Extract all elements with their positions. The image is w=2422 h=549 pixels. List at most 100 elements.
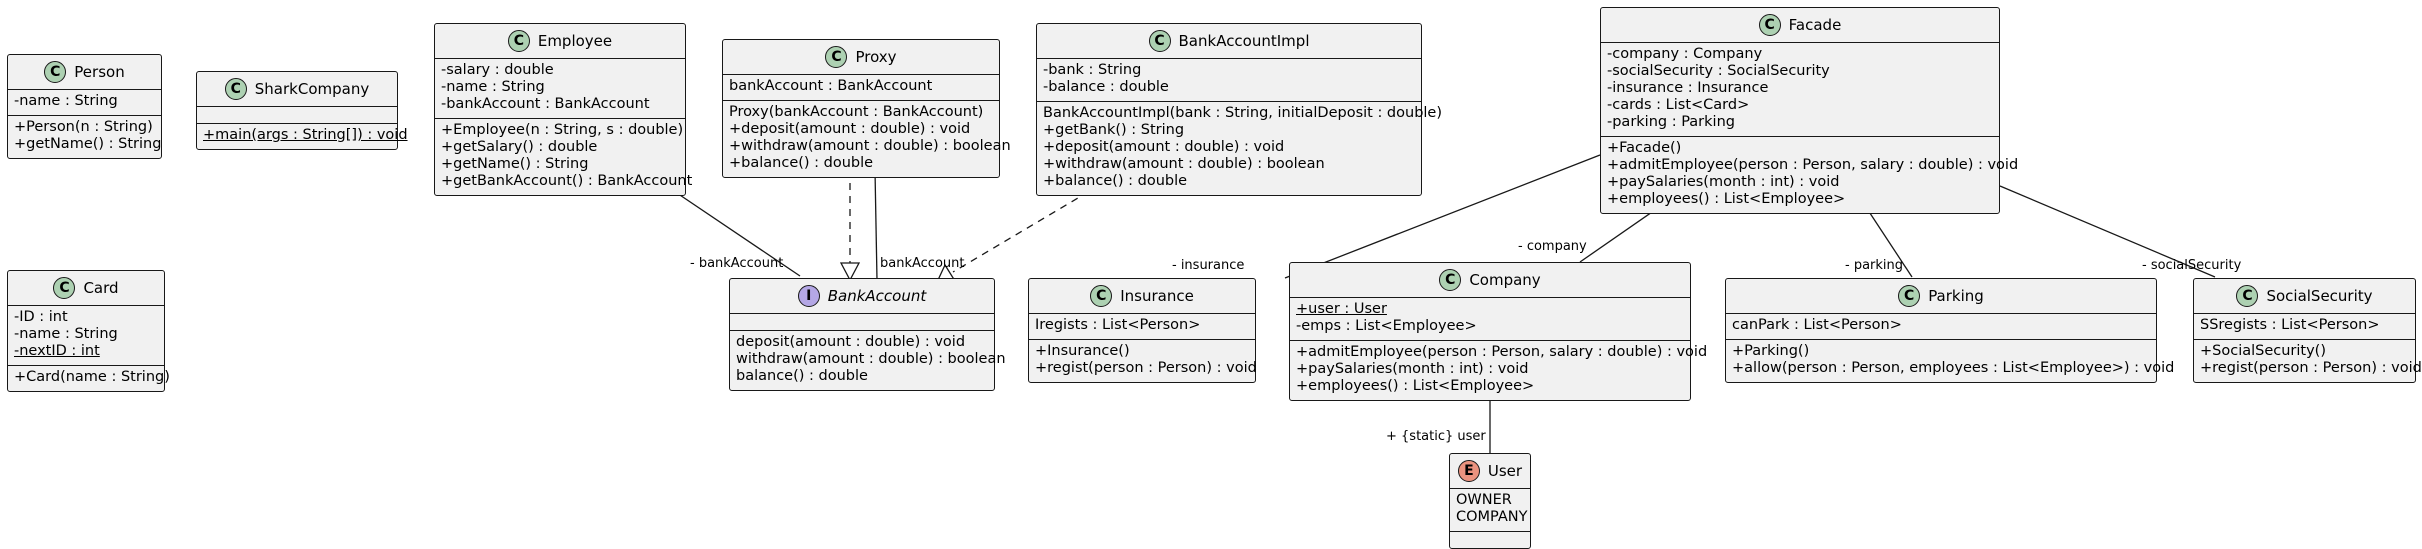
- method: +paySalaries(month : int) : void: [1296, 361, 1529, 377]
- relation-label-facade-company: - company: [1518, 239, 1587, 254]
- method: +balance() : double: [729, 155, 874, 171]
- field: bankAccount : BankAccount: [729, 78, 933, 94]
- method: +regist(person : Person) : void: [1035, 360, 1257, 376]
- class-icon: C: [44, 61, 67, 83]
- relation-bankimpl-bankaccount: [952, 184, 1101, 273]
- method: +getBankAccount() : BankAccount: [441, 173, 693, 189]
- fields-section: -company : Company -socialSecurity : Soc…: [1601, 42, 1999, 136]
- class-name: SocialSecurity: [2266, 287, 2373, 305]
- field: -bank : String: [1043, 62, 1142, 78]
- field: -ID : int: [14, 309, 68, 325]
- method: +Insurance(): [1035, 343, 1130, 359]
- method: +paySalaries(month : int) : void: [1607, 174, 1840, 190]
- relations-layer: [667, 154, 2216, 453]
- class-person: C Person -name : String +Person(n : Strin…: [7, 54, 162, 159]
- relation-proxy-bankaccount-association: [874, 169, 878, 281]
- relation-label-facade-insurance: - insurance: [1172, 258, 1245, 273]
- relation-label-company-user: + {static} user: [1386, 429, 1486, 444]
- relation-label-facade-parking: - parking: [1845, 258, 1904, 273]
- method: +getBank() : String: [1043, 122, 1185, 138]
- method: +regist(person : Person) : void: [2200, 360, 2422, 376]
- methods-section: +Employee(n : String, s : double) +getSa…: [435, 118, 693, 195]
- fields-section: -salary : double -name : String -bankAcc…: [435, 58, 685, 118]
- relation-label-proxy-bankaccount: bankAccount: [880, 256, 965, 271]
- method: +Parking(): [1732, 343, 1810, 359]
- method: +deposit(amount : double) : void: [1043, 139, 1285, 155]
- class-name: SharkCompany: [254, 80, 370, 98]
- method: withdraw(amount : double) : boolean: [736, 351, 1006, 367]
- class-name: Company: [1469, 271, 1541, 289]
- static-field: -nextID : int: [14, 343, 100, 359]
- class-icon: C: [507, 30, 530, 52]
- fields-section: -ID : int -name : String -nextID : int: [8, 305, 164, 365]
- class-name: Person: [74, 63, 125, 81]
- field: -socialSecurity : SocialSecurity: [1607, 63, 1830, 79]
- class-name: Card: [83, 279, 119, 297]
- field: -name : String: [441, 79, 545, 95]
- method: +withdraw(amount : double) : boolean: [729, 138, 1011, 154]
- method: +admitEmployee(person : Person, salary :…: [1296, 344, 1708, 360]
- method: +allow(person : Person, employees : List…: [1732, 360, 2175, 376]
- method: +Facade(): [1607, 140, 1682, 156]
- methods-section: deposit(amount : double) : void withdraw…: [730, 330, 1006, 390]
- relation-label-facade-socialsecurity: - socialSecurity: [2142, 258, 2242, 273]
- field: -salary : double: [441, 62, 554, 78]
- fields-section: [197, 106, 397, 123]
- method: Proxy(bankAccount : BankAccount): [729, 104, 984, 120]
- methods-section: +Person(n : String) +getName() : String: [8, 115, 161, 158]
- class-icon: C: [1090, 285, 1113, 307]
- method: +Employee(n : String, s : double): [441, 122, 684, 138]
- class-name: Employee: [537, 32, 613, 50]
- method: +SocialSecurity(): [2200, 343, 2326, 359]
- method: +Card(name : String): [14, 369, 170, 385]
- enum-icon: E: [1457, 460, 1480, 482]
- class-icon: C: [1758, 14, 1781, 36]
- field: -name : String: [14, 93, 118, 109]
- field: -parking : Parking: [1607, 114, 1735, 130]
- class-icon: C: [224, 78, 247, 100]
- field: -emps : List<Employee>: [1296, 318, 1477, 334]
- field: Iregists : List<Person>: [1035, 317, 1201, 333]
- static-field: +user : User: [1296, 301, 1387, 317]
- class-icon: C: [1898, 285, 1921, 307]
- field: -name : String: [14, 326, 118, 342]
- methods-section: +Parking() +allow(person : Person, emplo…: [1726, 339, 2175, 382]
- values-section: OWNER COMPANY: [1450, 488, 1530, 531]
- method: deposit(amount : double) : void: [736, 334, 966, 350]
- methods-section: +Card(name : String): [8, 365, 170, 391]
- fields-section: Iregists : List<Person>: [1029, 313, 1255, 339]
- class-name: Facade: [1788, 16, 1842, 34]
- method: +deposit(amount : double) : void: [729, 121, 971, 137]
- class-icon: C: [825, 46, 848, 68]
- method: +getName() : String: [14, 136, 162, 152]
- field: -balance : double: [1043, 79, 1169, 95]
- relation-facade-socialsecurity: [1999, 185, 2216, 278]
- relation-employee-bankaccount: [667, 186, 801, 277]
- method: +employees() : List<Employee>: [1607, 191, 1846, 207]
- fields-section: bankAccount : BankAccount: [723, 74, 999, 100]
- class-employee: C Employee -salary : double -name : Strin…: [434, 23, 693, 196]
- field: canPark : List<Person>: [1732, 317, 1902, 333]
- methods-section: BankAccountImpl(bank : String, initialDe…: [1037, 101, 1442, 195]
- class-name: BankAccountImpl: [1178, 32, 1310, 50]
- fields-section: +user : User -emps : List<Employee>: [1290, 297, 1690, 340]
- interface-icon: I: [797, 285, 820, 307]
- method: +Person(n : String): [14, 119, 153, 135]
- fields-section: canPark : List<Person>: [1726, 313, 2156, 339]
- enum-user: E User OWNER COMPANY: [1449, 453, 1531, 549]
- enum-value: COMPANY: [1456, 509, 1528, 525]
- field: -cards : List<Card>: [1607, 97, 1750, 113]
- enum-value: OWNER: [1456, 492, 1512, 508]
- class-name: Proxy: [855, 48, 897, 66]
- enum-name: User: [1487, 462, 1523, 480]
- field: -insurance : Insurance: [1607, 80, 1769, 96]
- class-icon: C: [2236, 285, 2259, 307]
